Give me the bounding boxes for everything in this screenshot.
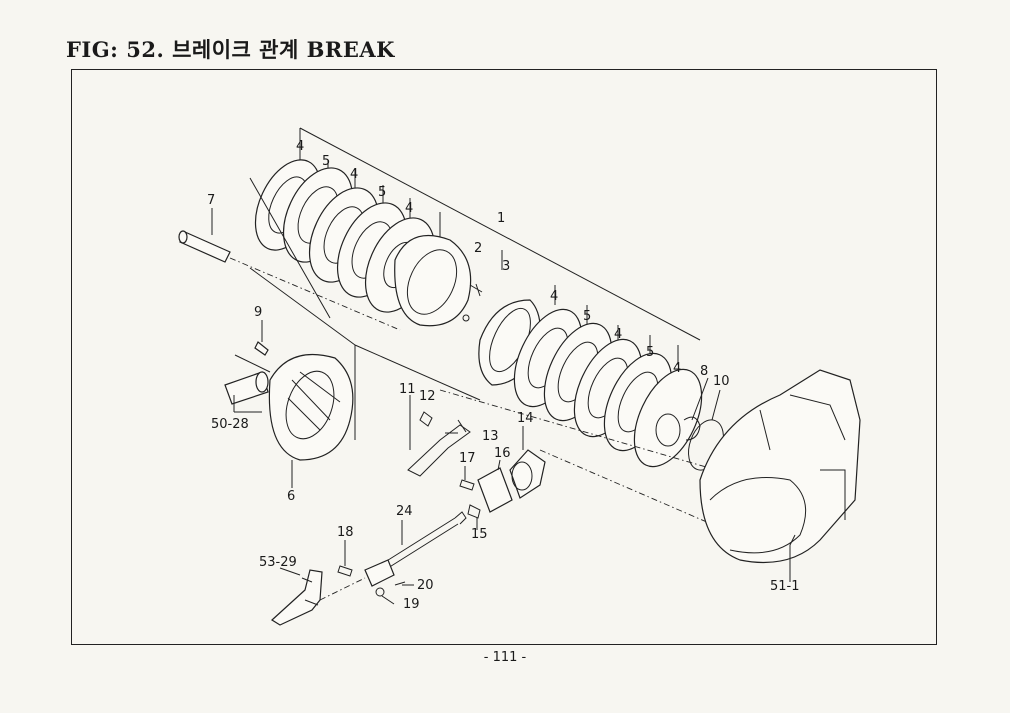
callout: 4 — [614, 327, 622, 342]
callout: 6 — [287, 489, 295, 504]
callout: 5 — [583, 309, 591, 324]
callout: 7 — [207, 193, 215, 208]
callout: 12 — [419, 389, 436, 404]
callout: 11 — [399, 382, 416, 397]
spring-12 — [419, 411, 433, 427]
callout: 19 — [403, 597, 420, 612]
figure-title: FIG: 52. 브레이크 관계 BREAK — [66, 37, 395, 62]
bolt-9 — [254, 320, 269, 356]
callout: 4 — [405, 201, 413, 216]
callout: 18 — [337, 525, 354, 540]
transmission-case-51-1 — [699, 369, 861, 564]
diagram-frame — [71, 69, 937, 645]
callout: 4 — [673, 361, 681, 376]
actuator-14 — [509, 449, 546, 499]
gasket-16 — [477, 467, 513, 513]
callout: 5 — [322, 154, 330, 169]
lever-11 — [407, 395, 471, 477]
callout: 16 — [494, 446, 511, 461]
bolt-15 — [467, 504, 481, 519]
pin-7 — [178, 230, 231, 263]
brake-housing-6 — [268, 353, 354, 461]
pin-18 — [337, 540, 353, 577]
callout: 4 — [296, 139, 304, 154]
callout: 2 — [474, 241, 482, 256]
callout: 51-1 — [770, 579, 800, 594]
callout: 9 — [254, 305, 262, 320]
pressure-plate — [394, 234, 472, 327]
callout: 8 — [700, 364, 708, 379]
callout: 50-28 — [211, 417, 249, 432]
left-bracket-lines — [229, 177, 481, 440]
callout: 53-29 — [259, 555, 297, 570]
disc-4-f — [633, 368, 703, 468]
callout: 5 — [646, 345, 654, 360]
callout: 17 — [459, 451, 476, 466]
callout-labels: 4 5 4 5 4 7 1 2 3 4 5 4 5 4 8 10 9 11 12… — [207, 139, 800, 612]
callout: 13 — [482, 429, 499, 444]
callout: 20 — [417, 578, 434, 593]
snap-ring-8 — [683, 416, 701, 441]
callout: 14 — [517, 411, 534, 426]
pin-13 — [457, 419, 467, 433]
callout: 4 — [350, 167, 358, 182]
brake-rod-24 — [364, 511, 467, 587]
callout: 24 — [396, 504, 413, 519]
washer-19-20 — [375, 581, 406, 597]
callout: 4 — [550, 289, 558, 304]
brake-pedal-53-29 — [271, 569, 366, 626]
bolt-17 — [459, 479, 475, 491]
pin-2 — [462, 283, 483, 322]
bushing-50-28 — [224, 354, 271, 405]
callout: 15 — [471, 527, 488, 542]
callout: 1 — [497, 211, 505, 226]
callout: 3 — [502, 259, 510, 274]
callout: 10 — [713, 374, 730, 389]
callout-leaders — [211, 208, 796, 605]
page-number: - 111 - — [483, 650, 527, 665]
callout: 5 — [378, 185, 386, 200]
